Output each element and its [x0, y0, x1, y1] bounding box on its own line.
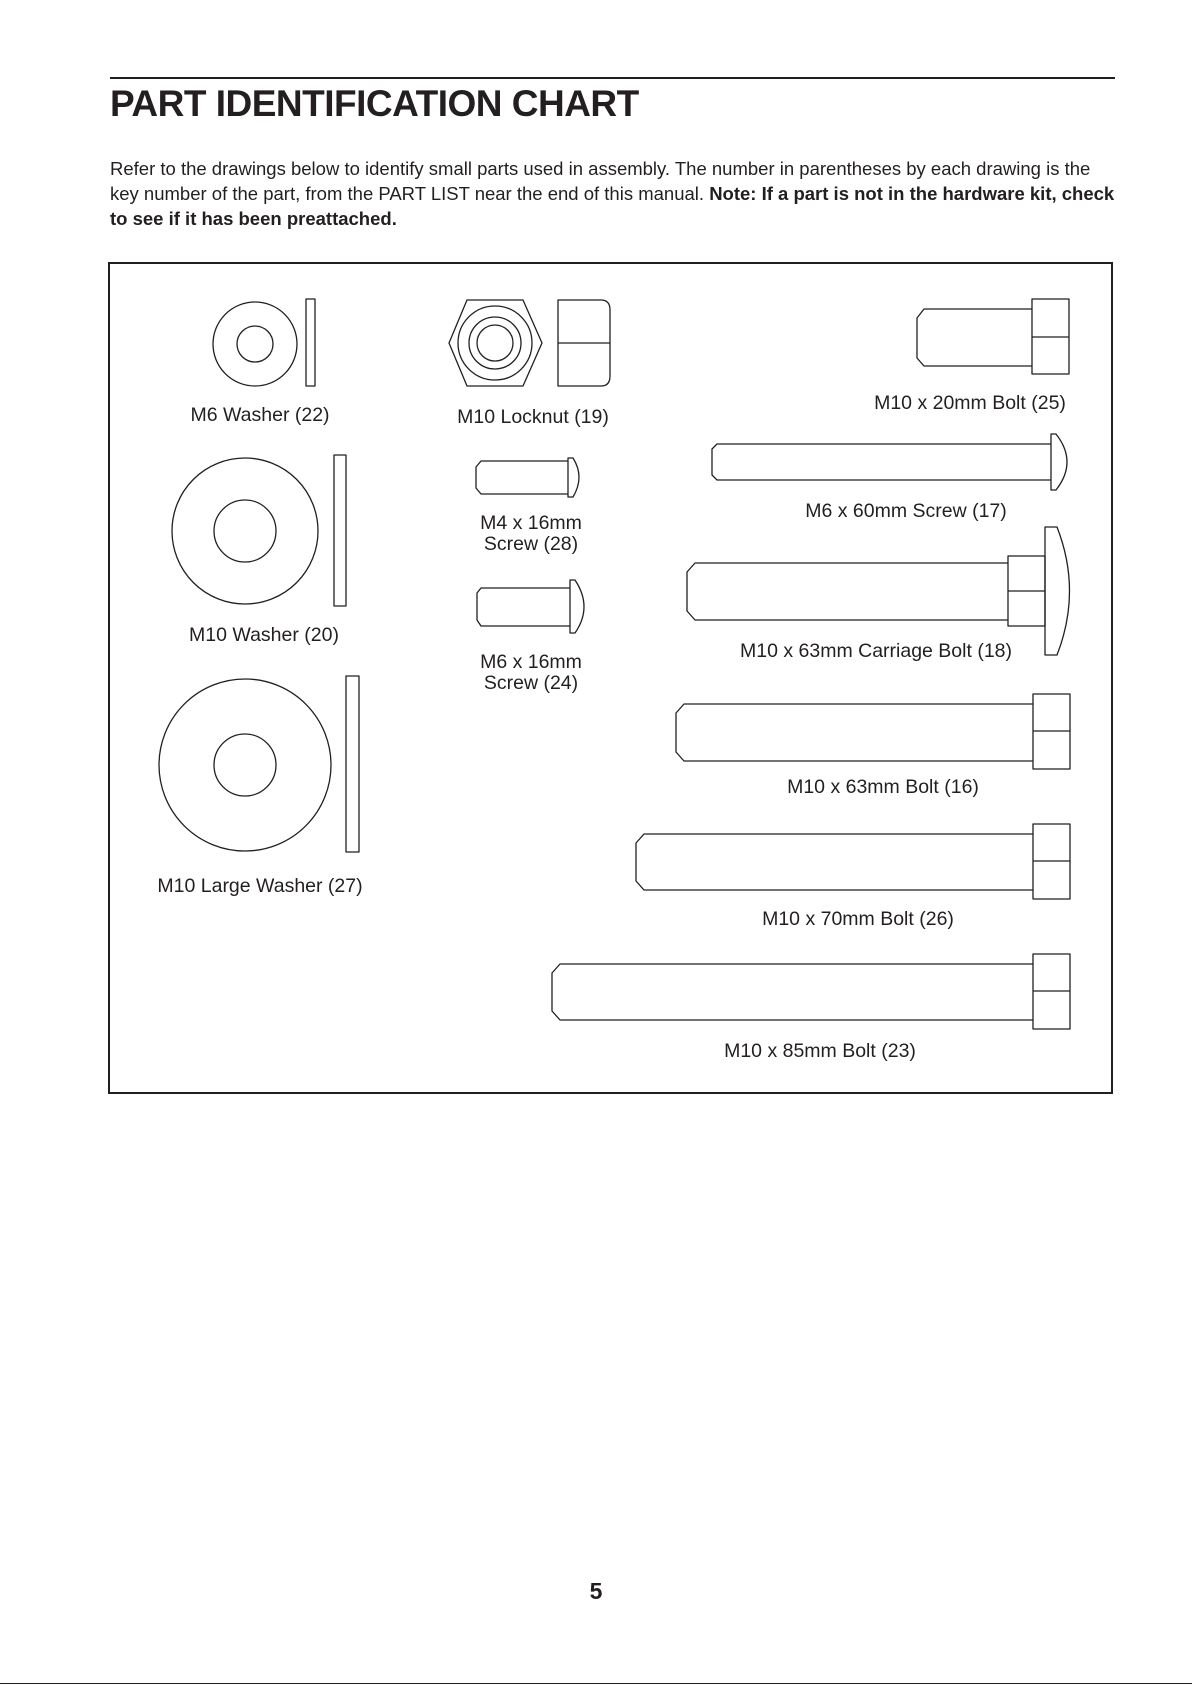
- m10-washer-drawing: [171, 454, 347, 607]
- header-rule: [110, 77, 1115, 79]
- intro-text: Refer to the drawings below to identify …: [110, 158, 1091, 204]
- intro-paragraph: Refer to the drawings below to identify …: [110, 156, 1115, 231]
- label-m10-20-bolt: M10 x 20mm Bolt (25): [874, 392, 1066, 414]
- m6-screw-drawing: [476, 579, 585, 634]
- parts-chart-frame: [108, 262, 1113, 1094]
- label-m6-washer: M6 Washer (22): [190, 404, 330, 426]
- label-m6-screw-line2: Screw (24): [483, 672, 579, 694]
- label-m6-screw: M6 x 16mm Screw (24): [480, 652, 582, 694]
- m4-screw-drawing: [475, 457, 580, 498]
- footer-rule: [0, 1683, 1192, 1684]
- label-m4-screw: M4 x 16mm Screw (28): [480, 513, 582, 555]
- m10-locknut-drawing: [448, 299, 611, 387]
- m6-washer-drawing: [212, 298, 316, 387]
- label-m10-70-bolt: M10 x 70mm Bolt (26): [762, 908, 954, 930]
- label-m10-63-bolt: M10 x 63mm Bolt (16): [787, 776, 979, 798]
- page-title: PART IDENTIFICATION CHART: [110, 83, 639, 124]
- m10-85-bolt-drawing: [551, 953, 1071, 1030]
- m10-large-washer-drawing: [158, 675, 360, 853]
- m10-20-bolt-drawing: [916, 298, 1070, 375]
- m10-63-bolt-drawing: [675, 693, 1071, 770]
- label-m10-locknut: M10 Locknut (19): [457, 406, 609, 428]
- label-m6-60-screw: M6 x 60mm Screw (17): [805, 500, 1007, 522]
- intro-note: Note: If a part is not in the hardware k…: [110, 183, 1115, 229]
- m6-60-screw-drawing: [711, 433, 1068, 491]
- label-m4-screw-line1: M4 x 16mm: [480, 512, 582, 534]
- label-m10-large-washer: M10 Large Washer (27): [157, 875, 363, 897]
- label-m6-screw-line1: M6 x 16mm: [480, 651, 582, 673]
- label-m4-screw-line2: Screw (28): [483, 533, 579, 555]
- m10-70-bolt-drawing: [635, 823, 1071, 900]
- label-m10-washer: M10 Washer (20): [189, 624, 339, 646]
- m10-63-carriage-bolt-drawing: [686, 526, 1071, 656]
- label-m10-85-bolt: M10 x 85mm Bolt (23): [724, 1040, 916, 1062]
- page-number: 5: [589, 1578, 603, 1604]
- label-m10-63-carriage-bolt: M10 x 63mm Carriage Bolt (18): [739, 640, 1013, 662]
